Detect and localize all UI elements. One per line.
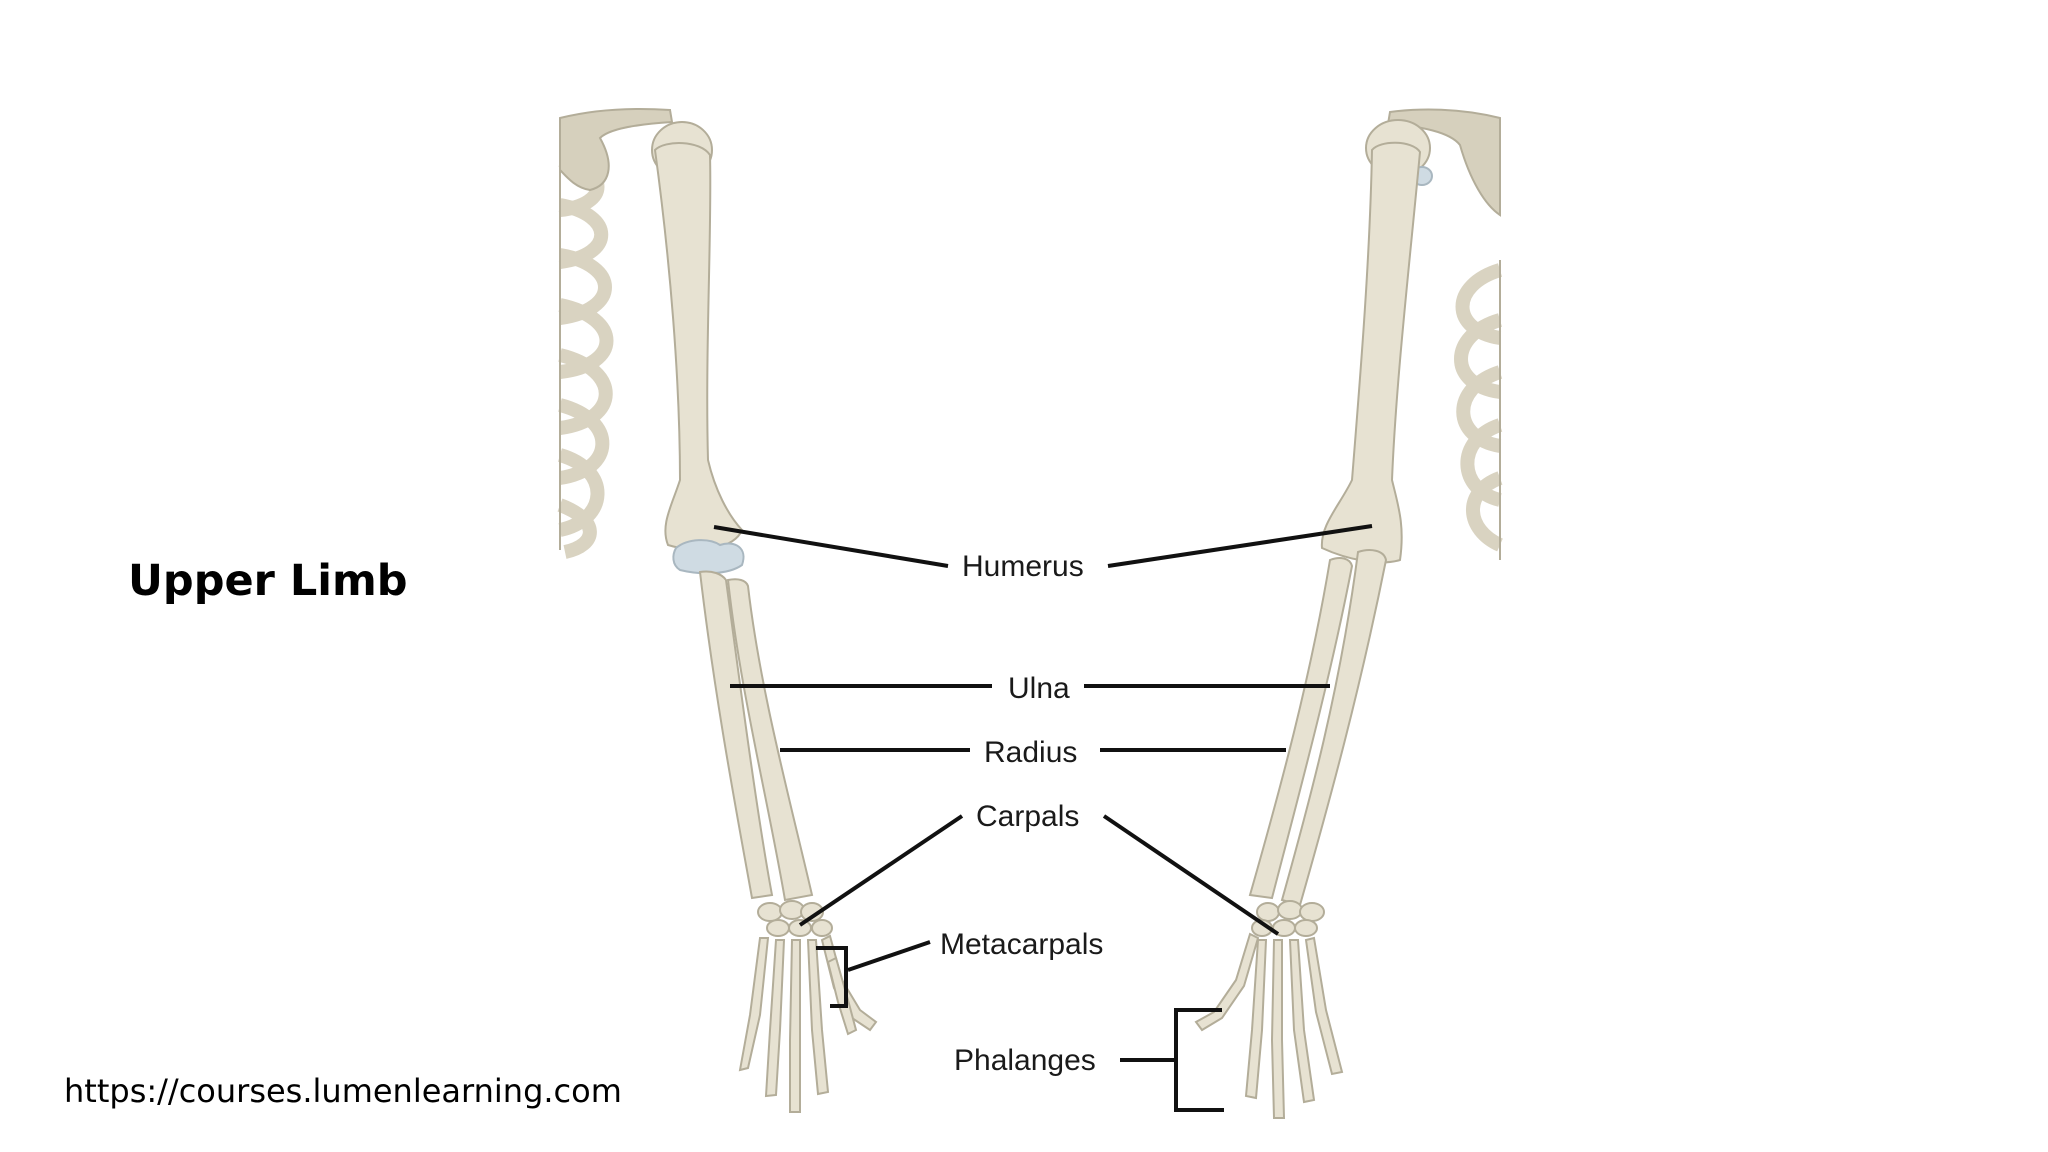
label-carpals: Carpals	[976, 800, 1079, 833]
left-humerus	[653, 142, 744, 551]
right-radius	[1248, 557, 1354, 900]
right-hand-digits	[1194, 932, 1344, 1119]
left-hand-digits	[738, 934, 878, 1113]
metacarpals-leader	[847, 940, 931, 972]
left-scapula	[559, 107, 674, 192]
label-humerus: Humerus	[962, 550, 1084, 583]
right-carpals	[1251, 900, 1325, 937]
right-limb-skeleton	[1194, 108, 1504, 1119]
right-rib-cage	[1454, 260, 1504, 560]
left-ulna	[698, 570, 774, 900]
carpals-leader-right	[1102, 814, 1280, 936]
humerus-leader-right	[1107, 524, 1373, 568]
left-carpals	[757, 900, 833, 937]
right-humerus	[1320, 141, 1422, 564]
right-scapula	[1386, 108, 1501, 217]
slide-title: Upper Limb	[128, 556, 408, 606]
left-rib-cage	[557, 150, 614, 559]
source-url: https://courses.lumenlearning.com	[64, 1072, 622, 1110]
label-radius: Radius	[984, 736, 1077, 769]
bone-labels: Humerus Ulna Radius Carpals Metacarpals …	[940, 550, 1103, 1077]
leader-lines	[713, 524, 1373, 1112]
left-radius	[726, 578, 814, 902]
humerus-leader-left	[713, 525, 949, 568]
label-metacarpals: Metacarpals	[940, 928, 1103, 961]
metacarpals-bracket	[816, 946, 848, 1008]
left-elbow-cartilage	[672, 539, 745, 575]
label-ulna: Ulna	[1008, 672, 1070, 705]
carpals-leader-left	[798, 814, 964, 927]
right-ulna	[1280, 549, 1388, 907]
left-limb-skeleton	[557, 107, 878, 1113]
label-phalanges: Phalanges	[954, 1044, 1096, 1077]
